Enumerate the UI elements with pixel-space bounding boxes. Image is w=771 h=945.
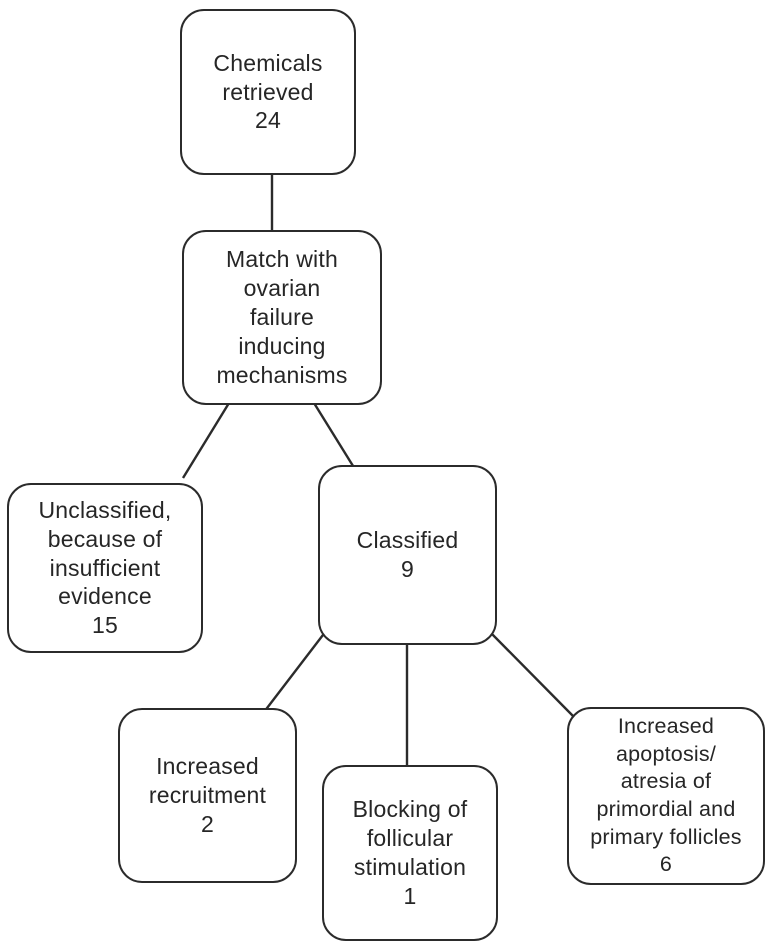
edge-match-to-unclassified: [181, 402, 231, 479]
node-classified: Classified 9: [318, 465, 497, 645]
edge-match-to-classified: [312, 402, 360, 475]
node-blocking-follicular-stimulation: Blocking of follicular stimulation 1: [322, 765, 498, 941]
edge-classified-to-recruitment: [263, 630, 327, 713]
node-increased-recruitment: Increased recruitment 2: [118, 708, 297, 883]
node-match-ovarian-failure-mechanisms: Match with ovarian failure inducing mech…: [182, 230, 382, 405]
edge-classified-to-apoptosis: [488, 630, 575, 718]
node-unclassified-insufficient-evidence: Unclassified, because of insufficient ev…: [7, 483, 203, 653]
node-chemicals-retrieved: Chemicals retrieved 24: [180, 9, 356, 175]
node-increased-apoptosis-atresia: Increased apoptosis/ atresia of primordi…: [567, 707, 765, 885]
